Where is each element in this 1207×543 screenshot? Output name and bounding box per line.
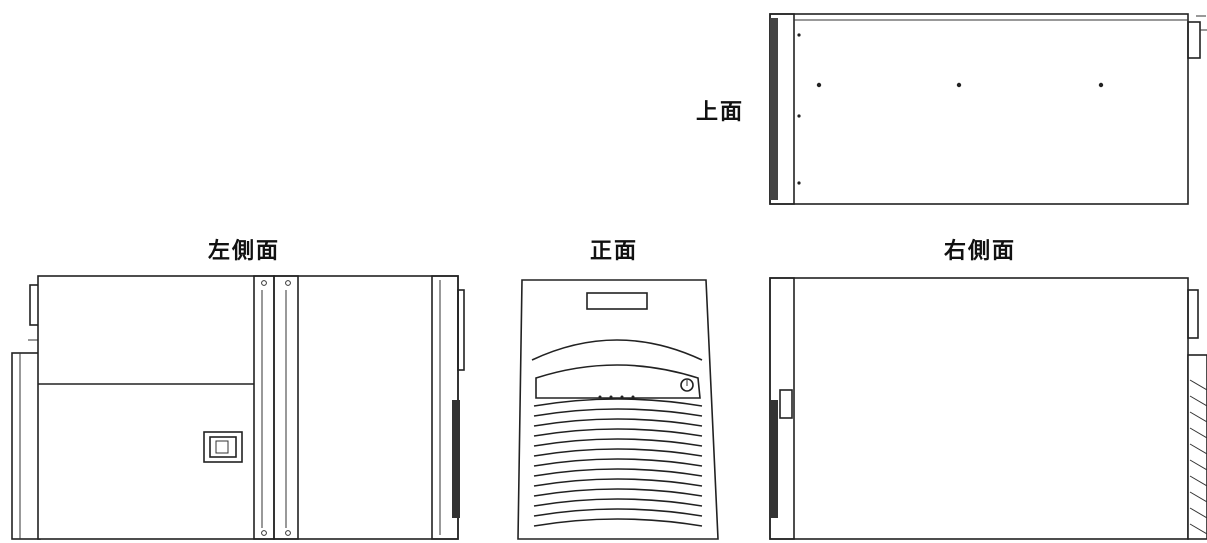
- front-vent-slats: [533, 398, 703, 527]
- top-view-drawing: [769, 13, 1207, 205]
- front-view-label: 正面: [590, 239, 639, 264]
- top-view-label: 上面: [696, 100, 745, 125]
- left-side-view-drawing: [11, 275, 465, 540]
- left-side-view-label: 左側面: [208, 239, 281, 264]
- right-side-view-label: 右側面: [944, 239, 1017, 264]
- right-side-view-drawing: [769, 277, 1207, 540]
- front-view-drawing: [517, 279, 719, 540]
- rear-ports: [1189, 379, 1207, 535]
